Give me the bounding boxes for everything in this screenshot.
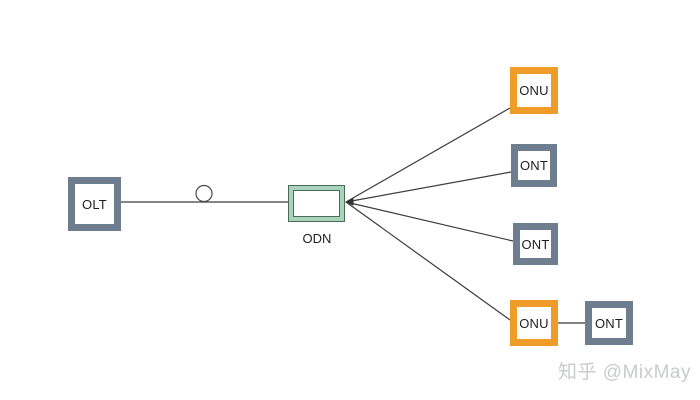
watermark: 知乎 @MixMay <box>557 362 691 383</box>
edge-odn-ont-upper <box>345 171 512 203</box>
node-ont-bottom-label: ONT <box>594 315 624 331</box>
node-onu-top-label: ONU <box>519 83 549 98</box>
edge-odn-onu-top <box>345 107 511 203</box>
node-olt: OLT <box>68 177 121 231</box>
node-onu-bottom: ONU <box>510 300 558 346</box>
node-odn-label: ODN <box>302 231 332 246</box>
fiber-loop-icon <box>195 184 213 203</box>
node-onu-bottom-label: ONU <box>519 315 549 331</box>
node-odn-inner <box>293 190 340 217</box>
node-ont-upper: ONT <box>511 144 557 187</box>
edge-odn-ont-middle <box>345 201 514 242</box>
node-ont-upper-label: ONT <box>519 158 549 173</box>
arrowhead-icon <box>345 198 354 206</box>
node-olt-label: OLT <box>82 196 107 212</box>
node-ont-bottom: ONT <box>585 301 633 345</box>
node-odn <box>288 185 345 222</box>
edge-odn-onu-bottom <box>345 201 511 321</box>
node-onu-top: ONU <box>510 67 558 114</box>
node-ont-middle-label: ONT <box>521 236 550 252</box>
node-ont-middle: ONT <box>513 223 558 265</box>
